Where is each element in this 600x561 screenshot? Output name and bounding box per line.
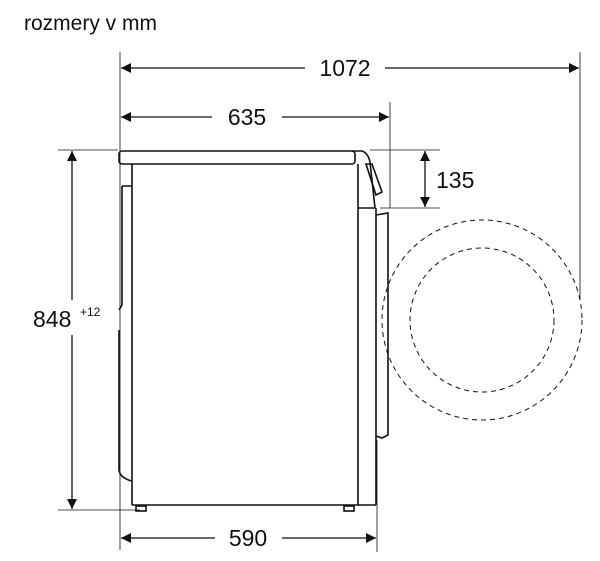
diagram-title: rozmery v mm (24, 12, 157, 35)
dimension-label: 848 (33, 306, 71, 332)
dimension-590: 590 (121, 525, 376, 551)
dimension-848: 848 +12 (33, 151, 101, 509)
foot (135, 505, 147, 512)
dimension-label: 135 (436, 167, 474, 193)
dimension-135: 135 (420, 151, 474, 207)
dimension-tolerance: +12 (80, 305, 101, 319)
top-panel (118, 150, 356, 165)
extension-lines (58, 52, 581, 552)
foot (343, 505, 355, 512)
dimension-label: 1072 (319, 55, 370, 81)
dimension-635: 635 (121, 104, 389, 130)
dimension-1072: 1072 (121, 55, 579, 81)
washing-machine-side-view (118, 150, 389, 512)
dimension-label: 635 (228, 104, 266, 130)
door-swing-circles (381, 219, 583, 421)
dimension-label: 590 (229, 525, 267, 551)
control-knob (364, 163, 383, 197)
